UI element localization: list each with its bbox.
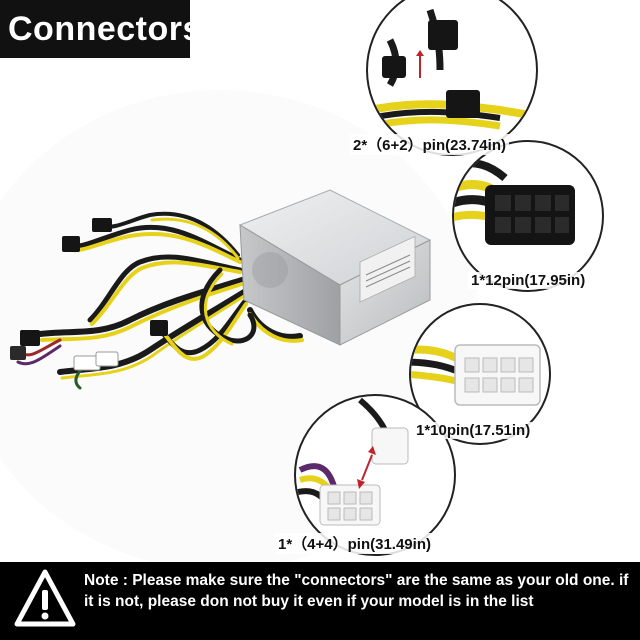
callout-10-pin xyxy=(409,303,551,445)
callout-6plus2-pin xyxy=(366,0,538,156)
warning-icon xyxy=(14,569,76,627)
callout-label-10pin: 1*10pin(17.51in) xyxy=(413,422,534,439)
callout-4plus4-pin xyxy=(294,394,456,556)
callout-12-pin xyxy=(452,140,604,292)
callout-label-4plus4: 1*（4+4）pin(31.49in) xyxy=(275,533,434,554)
cable-harness xyxy=(16,211,304,390)
page-title: Connectors xyxy=(8,9,202,48)
psu-unit xyxy=(238,189,432,346)
note-text: Note : Please make sure the "connectors"… xyxy=(84,572,629,610)
note-bar xyxy=(0,562,640,640)
callout-label-12pin: 1*12pin(17.95in) xyxy=(468,272,589,289)
callout-label-6plus2: 2*（6+2）pin(23.74in) xyxy=(350,134,509,155)
cable-connectors xyxy=(10,218,168,371)
title-badge: Connectors xyxy=(0,0,201,58)
